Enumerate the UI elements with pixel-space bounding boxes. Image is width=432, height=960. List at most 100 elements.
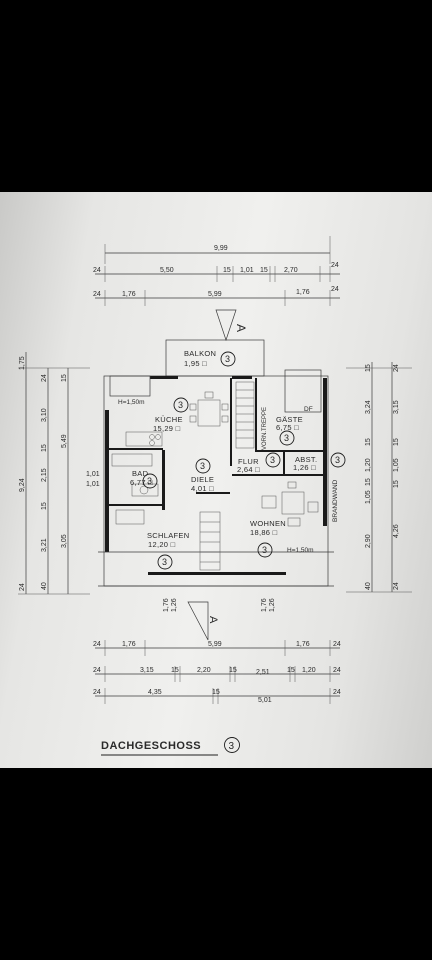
plan-title-number: 3 <box>229 741 235 752</box>
dim-right-c1-2: 15 <box>365 438 372 446</box>
dim-left-bad-1: 1,01 <box>86 481 100 488</box>
dim-bot-r2-3: 2,20 <box>197 667 211 674</box>
dim-mid-a-1: 1,26 <box>171 598 178 612</box>
building-walls <box>98 339 334 587</box>
dim-mid-b-1: 1,26 <box>269 598 276 612</box>
room-kueche-area: 15,29 □ <box>153 424 181 433</box>
dim-bot-r1-0: 24 <box>93 641 101 648</box>
dim-right-c2-1: 3,15 <box>393 400 400 414</box>
dim-left-outer-1: 9,24 <box>19 478 26 492</box>
dim-right-c2-4: 15 <box>393 480 400 488</box>
circle-num-diele: 3 <box>200 461 205 471</box>
plan-title-text: DACHGESCHOSS <box>101 740 201 752</box>
room-labels: BALKON 1,95 □ KÜCHE 15,29 □ GÄSTE 6,75 □… <box>118 349 339 554</box>
note-vorn-treppe: VORN.TREPPE <box>262 407 268 450</box>
dim-top-r2-3: 1,01 <box>240 267 254 274</box>
dim-top-total: 9,99 <box>214 245 228 252</box>
dim-top-r3-4: 24 <box>331 286 339 293</box>
dim-left-bad-0: 1,01 <box>86 471 100 478</box>
dim-top-r3-0: 24 <box>93 291 101 298</box>
dim-top-r3-3: 1,76 <box>296 289 310 296</box>
room-flur-area: 2,64 □ <box>237 465 260 474</box>
room-schlafen-area: 12,20 □ <box>148 540 176 549</box>
dim-bot-r2-6: 15 <box>287 667 295 674</box>
room-gaeste-name: GÄSTE <box>276 415 303 424</box>
circle-num-schlafen: 3 <box>162 557 167 567</box>
note-h150-top: H=1,50m <box>118 399 145 406</box>
dim-bot-r1-3: 1,76 <box>296 641 310 648</box>
dim-top-r3-2: 5,99 <box>208 291 222 298</box>
dim-bot-r2-2: 15 <box>171 667 179 674</box>
dim-bot-r2-8: 24 <box>333 667 341 674</box>
dim-right-c1-5: 1,05 <box>365 490 372 504</box>
note-df: DF <box>304 406 313 413</box>
dim-top-r2-0: 24 <box>93 267 101 274</box>
dim-right-c1-0: 15 <box>365 364 372 372</box>
bottom-dimensions: 24 1,76 5,99 1,76 24 24 3,15 15 2,20 15 … <box>93 640 341 704</box>
dim-top-r2-1: 5,50 <box>160 267 174 274</box>
dim-right-c2-3: 1,05 <box>393 458 400 472</box>
room-gaeste-area: 6,75 □ <box>276 423 299 432</box>
room-bad-area: 6,77 □ <box>130 478 153 487</box>
dim-right-c2-2: 15 <box>393 438 400 446</box>
room-schlafen-name: SCHLAFEN <box>147 531 189 540</box>
dim-right-c1-4: 15 <box>365 478 372 486</box>
section-marker-top-label: A <box>234 324 248 332</box>
room-abst-area: 1,26 □ <box>293 463 316 472</box>
section-marker-top: A <box>215 309 248 342</box>
room-abst-name: ABST. <box>295 455 317 464</box>
dim-right-c1-6: 2,90 <box>365 534 372 548</box>
dim-mid-a-0: 1,76 <box>163 598 170 612</box>
middle-dimensions: 1,76 1,26 1,76 1,26 <box>163 598 276 612</box>
top-dimensions: 9,99 24 5,50 15 1,01 15 2,70 24 24 1,76 … <box>93 236 340 306</box>
dim-top-r2-6: 24 <box>331 262 339 269</box>
dim-left-c1-6: 40 <box>41 582 48 590</box>
dim-bot-r2-7: 1,20 <box>302 667 316 674</box>
dim-bot-r1-2: 5,99 <box>208 641 222 648</box>
room-wohnen-name: WOHNEN <box>250 519 286 528</box>
room-diele-name: DIELE <box>191 475 214 484</box>
room-diele-area: 4,01 □ <box>191 484 214 493</box>
room-bad-name: BAD <box>132 469 149 478</box>
room-balkon-name: BALKON <box>184 349 216 358</box>
dim-bot-r2-4: 15 <box>229 667 237 674</box>
dim-top-r2-2: 15 <box>223 267 231 274</box>
dim-right-c1-1: 3,24 <box>365 400 372 414</box>
dim-right-c2-6: 24 <box>393 582 400 590</box>
right-dimensions: 15 3,24 15 1,20 15 1,05 2,90 40 24 3,15 … <box>346 362 412 593</box>
section-marker-bottom-label: A <box>207 616 219 624</box>
dim-bot-r2-0: 24 <box>93 667 101 674</box>
floor-number-circles: 3 3 3 3 3 3 3 3 3 <box>142 351 346 570</box>
dim-bot-r3-1: 4,35 <box>148 689 162 696</box>
dim-top-r2-5: 2,70 <box>284 267 298 274</box>
dim-bot-r3-4: 24 <box>333 689 341 696</box>
dim-bot-r1-1: 1,76 <box>122 641 136 648</box>
dim-left-c1-1: 3,10 <box>41 408 48 422</box>
circle-num-flur: 3 <box>270 455 275 465</box>
circle-num-wohnen: 3 <box>262 545 267 555</box>
circle-num-bad: 3 <box>147 476 152 486</box>
floor-plan-drawing: 9,99 24 5,50 15 1,01 15 2,70 24 24 1,76 … <box>18 236 412 756</box>
dim-bot-r2-1: 3,15 <box>140 667 154 674</box>
room-balkon-area: 1,95 □ <box>184 359 207 368</box>
dim-left-c2-2: 3,05 <box>61 534 68 548</box>
circle-num-gaeste: 3 <box>284 433 289 443</box>
dim-right-c1-7: 40 <box>365 582 372 590</box>
dim-top-r3-1: 1,76 <box>122 291 136 298</box>
circle-num-abst: 3 <box>335 455 340 465</box>
dim-left-c1-2: 15 <box>41 444 48 452</box>
dim-left-c2-0: 15 <box>61 374 68 382</box>
room-kueche-name: KÜCHE <box>155 415 183 424</box>
furniture <box>111 381 319 571</box>
dim-right-c1-3: 1,20 <box>365 458 372 472</box>
dim-bot-r3-2: 15 <box>212 689 220 696</box>
dim-left-c1-3: 2,15 <box>41 468 48 482</box>
floor-plan-photo: 9,99 24 5,50 15 1,01 15 2,70 24 24 1,76 … <box>0 192 432 768</box>
room-wohnen-area: 18,86 □ <box>250 528 278 537</box>
dim-right-c2-5: 4,26 <box>393 524 400 538</box>
dim-left-c1-5: 3,21 <box>41 538 48 552</box>
left-dimensions: 1,75 9,24 24 24 3,10 15 2,15 15 3,21 40 … <box>18 352 100 595</box>
section-marker-bottom: A <box>187 601 219 641</box>
circle-num-kueche: 3 <box>178 400 183 410</box>
circle-num-balkon: 3 <box>225 354 230 364</box>
